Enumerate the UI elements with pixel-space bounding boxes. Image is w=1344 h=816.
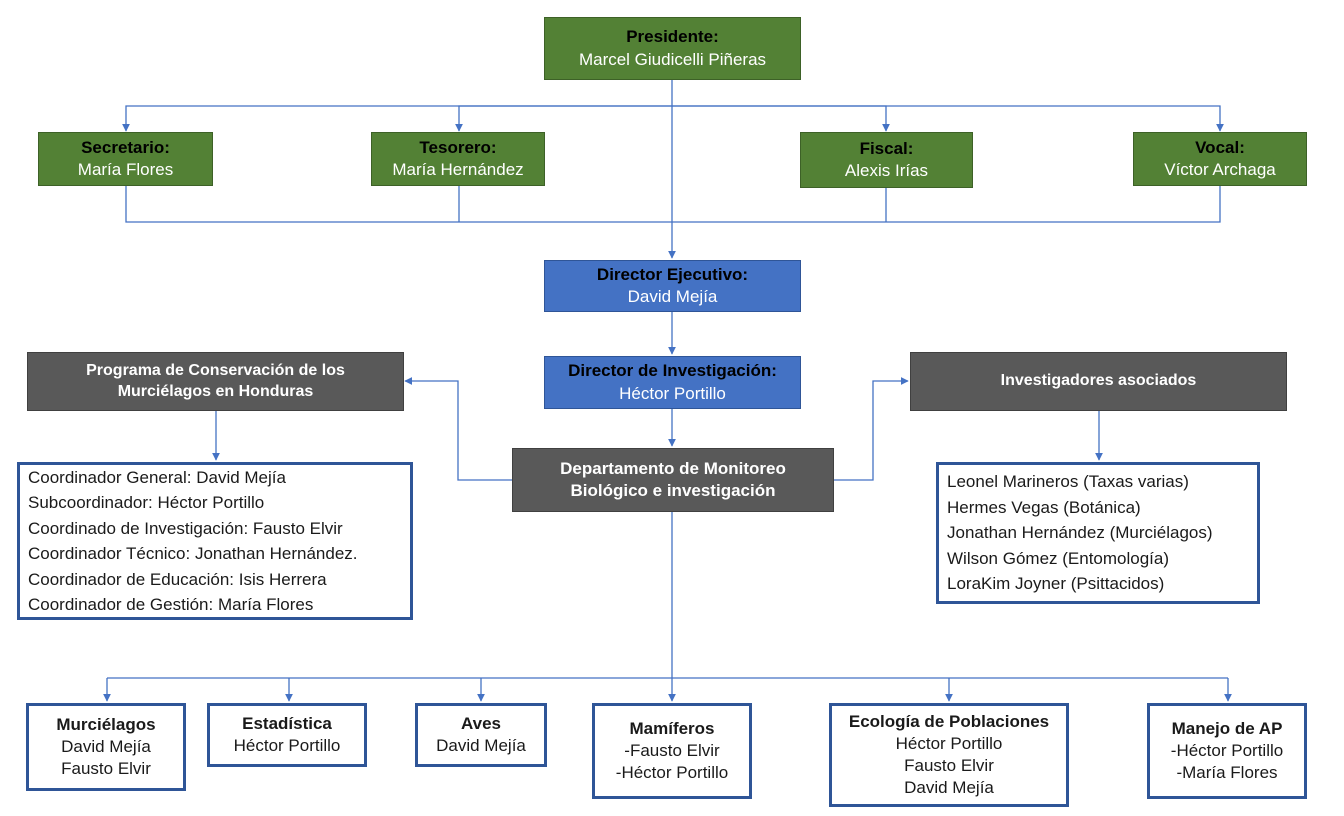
area-member: Héctor Portillo [895,733,1003,753]
vocal-role: Vocal: [1195,137,1245,157]
area-murcielagos-box: Murciélagos David Mejía Fausto Elvir [26,703,186,791]
area-title: Murciélagos [56,714,156,734]
area-title: Manejo de AP [1171,718,1283,738]
program-box: Programa de Conservación de los Murciéla… [27,352,404,411]
fiscal-role: Fiscal: [859,138,914,158]
president-role: Presidente: [626,27,719,47]
vocal-name: Víctor Archaga [1164,160,1276,179]
executive-director-role: Director Ejecutivo: [596,264,749,284]
associate-member: LoraKim Joyner (Psittacidos) [947,574,1165,594]
area-manejo-box: Manejo de AP -Héctor Portillo -María Flo… [1147,703,1307,799]
fiscal-box: Fiscal: Alexis Irías [800,132,973,188]
associates-members-box: Leonel Marineros (Taxas varias) Hermes V… [936,462,1260,604]
area-title: Mamíferos [629,718,715,738]
program-member: Coordinador de Educación: Isis Herrera [28,569,327,589]
program-member: Coordinado de Investigación: Fausto Elvi… [28,518,343,538]
connector-president-tesorero [455,105,672,132]
research-director-name: Héctor Portillo [619,383,726,403]
area-member: -María Flores [1176,763,1278,783]
president-box: Presidente: Marcel Giudicelli Piñeras [544,17,801,80]
connector-department-associates [834,377,909,481]
fiscal-name: Alexis Irías [844,161,929,180]
program-title: Programa de Conservación de los Murciéla… [86,361,345,400]
research-director-role: Director de Investigación: [568,361,777,381]
connector-president-vocal [672,105,1224,132]
associate-member: Leonel Marineros (Taxas varias) [947,472,1189,492]
area-member: David Mejía [436,736,526,755]
secretario-name: María Flores [77,160,174,179]
area-title: Aves [460,713,501,733]
connector-president-fiscal [672,105,890,132]
associates-box: Investigadores asociados [910,352,1287,411]
research-director-box: Director de Investigación: Héctor Portil… [544,356,801,409]
area-aves-box: Aves David Mejía [415,703,547,767]
area-title: Ecología de Poblaciones [848,711,1050,731]
area-member: -Héctor Portillo [1170,740,1284,760]
area-member: -Héctor Portillo [615,763,729,783]
associates-title: Investigadores asociados [1000,372,1197,390]
area-member: -Fausto Elvir [624,740,720,760]
program-member: Coordinador de Gestión: María Flores [28,595,314,614]
program-members-box: Coordinador General: David Mejía Subcoor… [17,462,413,620]
department-box: Departamento de Monitoreo Biológico e in… [512,448,834,512]
connector-board-bus [125,186,1221,223]
associate-member: Hermes Vegas (Botánica) [947,497,1141,517]
tesorero-role: Tesorero: [419,137,497,157]
department-title: Departamento de Monitoreo Biológico e in… [560,458,786,500]
secretario-role: Secretario: [81,137,170,157]
president-name: Marcel Giudicelli Piñeras [578,49,767,69]
area-mamiferos-box: Mamíferos -Fausto Elvir -Héctor Portillo [592,703,752,799]
vocal-box: Vocal: Víctor Archaga [1133,132,1307,186]
associate-member: Jonathan Hernández (Murciélagos) [947,523,1213,543]
tesorero-name: María Hernández [392,160,524,179]
area-title: Estadística [242,713,332,733]
secretario-box: Secretario: María Flores [38,132,213,186]
area-member: David Mejía [61,736,151,756]
area-member: Héctor Portillo [233,736,341,755]
connector-department-program [404,377,512,481]
area-estadistica-box: Estadística Héctor Portillo [207,703,367,767]
area-member: Fausto Elvir [904,756,994,775]
area-member: David Mejía [904,778,994,798]
program-member: Coordinador Técnico: Jonathan Hernández. [28,544,358,563]
executive-director-box: Director Ejecutivo: David Mejía [544,260,801,312]
executive-director-name: David Mejía [627,287,718,306]
connector-president-secretario [122,80,673,132]
program-member: Coordinador General: David Mejía [28,467,286,487]
associate-member: Wilson Gómez (Entomología) [947,548,1170,568]
area-ecologia-box: Ecología de Poblaciones Héctor Portillo … [829,703,1069,807]
area-member: Fausto Elvir [61,759,151,779]
tesorero-box: Tesorero: María Hernández [371,132,545,186]
program-member: Subcoordinador: Héctor Portillo [28,493,265,512]
